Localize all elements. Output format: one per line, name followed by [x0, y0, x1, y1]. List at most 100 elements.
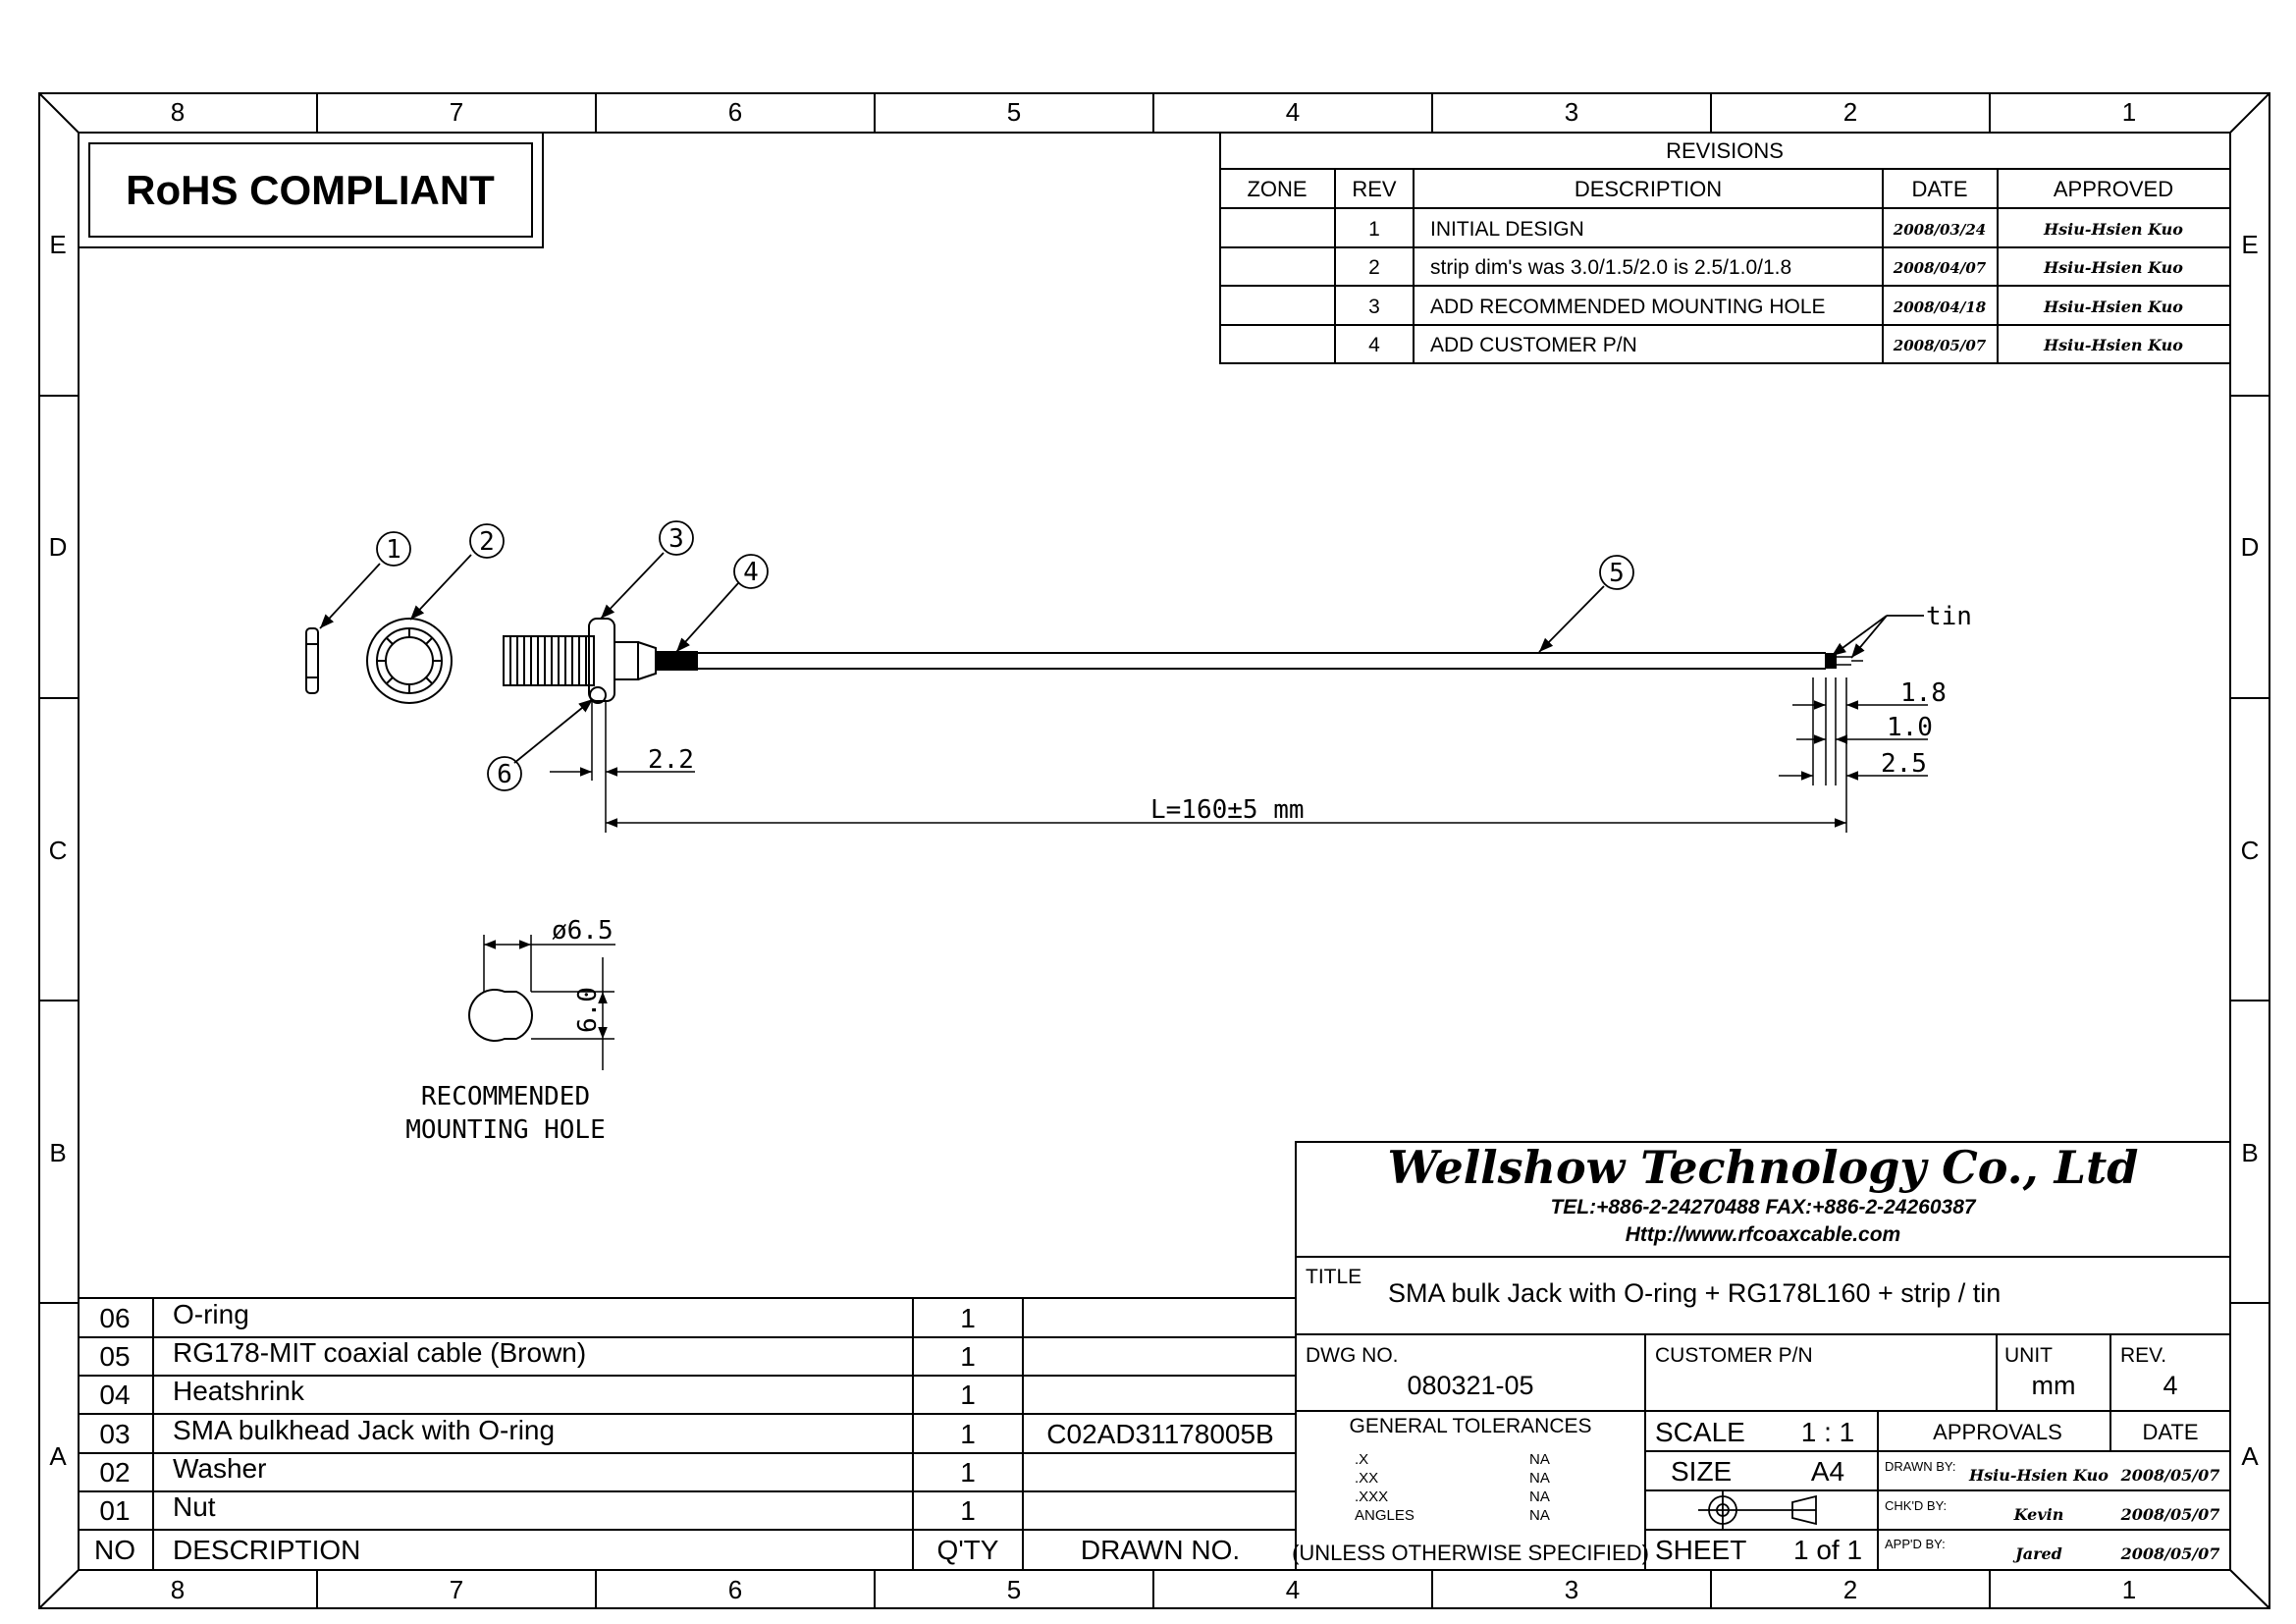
column-label: 6 — [728, 97, 742, 127]
tolerance-value: NA — [1529, 1470, 1550, 1487]
bom-qty: 1 — [960, 1495, 976, 1526]
dwg-no-label: DWG NO. — [1306, 1344, 1399, 1367]
dimension-diameter: ø6.5 — [552, 916, 614, 946]
scale-label: SCALE — [1655, 1417, 1745, 1447]
bom-drawn-no: C02AD31178005B — [1046, 1419, 1273, 1449]
heatshrink-part — [655, 651, 698, 671]
size-value: A4 — [1811, 1456, 1844, 1487]
column-label: 2 — [1843, 1575, 1857, 1604]
rev-header-date: DATE — [1911, 177, 1967, 201]
drawing-annotations: 1 2 3 4 5 6 tin 2.2 L=160±5 mm 1.8 1.0 2… — [386, 524, 1972, 1145]
column-label: 6 — [728, 1575, 742, 1604]
bom-no: 03 — [99, 1419, 130, 1449]
rohs-badge: RoHS COMPLIANT — [78, 132, 544, 248]
bom-description: SMA bulkhead Jack with O-ring — [173, 1415, 555, 1445]
drawn-date: 2008/05/07 — [2120, 1466, 2220, 1485]
bom-description: Nut — [173, 1491, 216, 1522]
assembly-drawing — [305, 520, 1928, 1070]
unit-value: mm — [2032, 1371, 2076, 1400]
leader-lines — [319, 552, 1924, 764]
o-ring-part — [589, 686, 607, 704]
approvals-date-label: DATE — [2142, 1420, 2198, 1444]
bom-qty: 1 — [960, 1457, 976, 1488]
rev-number: 3 — [1368, 296, 1380, 318]
rev-header-description: DESCRIPTION — [1575, 177, 1722, 201]
rev-approved-signature: Hsiu-Hsien Kuo — [2043, 336, 2183, 354]
mounting-hole-detail — [468, 935, 615, 1070]
rev-header-approved: APPROVED — [2054, 177, 2173, 201]
dwg-no-value: 080321-05 — [1407, 1371, 1533, 1400]
company-contact: TEL:+886-2-24270488 FAX:+886-2-24260387 — [1550, 1196, 1976, 1218]
rev-approved-signature: Hsiu-Hsien Kuo — [2043, 220, 2183, 239]
title-label: TITLE — [1306, 1266, 1362, 1288]
balloon-label: 3 — [668, 524, 684, 554]
rev-description: INITIAL DESIGN — [1430, 218, 1584, 241]
bom-qty: 1 — [960, 1303, 976, 1333]
rohs-text: RoHS COMPLIANT — [126, 167, 495, 213]
dimension-2-2: 2.2 — [648, 745, 694, 775]
washer-part — [366, 618, 453, 704]
dimension-6-0: 6.0 — [573, 987, 603, 1033]
approvals-label: APPROVALS — [1933, 1420, 2062, 1444]
dimension-1-8: 1.8 — [1900, 678, 1947, 708]
column-label: 3 — [1565, 97, 1578, 127]
size-label: SIZE — [1671, 1456, 1732, 1487]
bom-description: Washer — [173, 1453, 266, 1484]
third-angle-projection-icon — [1698, 1490, 1817, 1530]
tolerance-key: .X — [1355, 1451, 1368, 1468]
drawn-by-label: DRAWN BY: — [1885, 1459, 1955, 1474]
column-label: 1 — [2122, 97, 2136, 127]
balloon-label: 1 — [386, 535, 401, 565]
bom-description: O-ring — [173, 1299, 249, 1329]
column-label: 5 — [1007, 97, 1021, 127]
rev-date: 2008/03/24 — [1893, 221, 1986, 239]
row-label: C — [2241, 836, 2260, 865]
rev-number: 2 — [1368, 256, 1380, 279]
balloon-label: 4 — [743, 558, 759, 587]
column-label: 3 — [1565, 1575, 1578, 1604]
scale-value: 1 : 1 — [1801, 1417, 1854, 1447]
row-label: E — [49, 230, 66, 259]
column-label: 7 — [450, 1575, 463, 1604]
tolerance-value: NA — [1529, 1451, 1550, 1468]
appd-date: 2008/05/07 — [2120, 1544, 2220, 1563]
rev-number: 1 — [1368, 218, 1380, 241]
title-block: Wellshow Technology Co., Ltd TEL:+886-2-… — [1292, 1141, 2231, 1571]
rev-approved-signature: Hsiu-Hsien Kuo — [2043, 298, 2183, 316]
tolerance-key: .XX — [1355, 1470, 1378, 1487]
rev-description: strip dim's was 3.0/1.5/2.0 is 2.5/1.0/1… — [1430, 256, 1791, 279]
nut-part — [305, 627, 319, 694]
column-label: 5 — [1007, 1575, 1021, 1604]
tolerance-value: NA — [1529, 1489, 1550, 1505]
rev-header-rev: REV — [1352, 177, 1397, 201]
dimension-length: L=160±5 mm — [1150, 795, 1305, 825]
rev-number: 4 — [1368, 334, 1380, 356]
column-label: 4 — [1286, 1575, 1300, 1604]
bom-qty: 1 — [960, 1380, 976, 1410]
bom-qty: 1 — [960, 1419, 976, 1449]
mounting-hole-label: MOUNTING HOLE — [405, 1115, 606, 1145]
appd-by-signature: Jared — [2012, 1544, 2062, 1563]
revisions-title: REVISIONS — [1666, 138, 1784, 163]
revisions-table: REVISIONS ZONE REV DESCRIPTION DATE APPR… — [1219, 132, 2231, 364]
rev-approved-signature: Hsiu-Hsien Kuo — [2043, 258, 2183, 277]
drawn-by-signature: Hsiu-Hsien Kuo — [1968, 1466, 2109, 1485]
column-label: 1 — [2122, 1575, 2136, 1604]
appd-by-label: APP'D BY: — [1885, 1537, 1946, 1551]
column-label: 8 — [171, 1575, 185, 1604]
row-label: D — [49, 532, 68, 562]
balloons — [376, 520, 1634, 791]
chkd-date: 2008/05/07 — [2120, 1505, 2220, 1524]
row-label: A — [49, 1441, 67, 1471]
bill-of-materials: 06 O-ring 1 05 RG178-MIT coaxial cable (… — [79, 1297, 1296, 1570]
column-label: 4 — [1286, 97, 1300, 127]
rev-date: 2008/04/18 — [1893, 298, 1987, 316]
sheet-label: SHEET — [1655, 1535, 1746, 1565]
tolerance-key: ANGLES — [1355, 1507, 1415, 1524]
bom-qty: 1 — [960, 1341, 976, 1372]
customer-pn-label: CUSTOMER P/N — [1655, 1344, 1813, 1367]
rev-description: ADD RECOMMENDED MOUNTING HOLE — [1430, 296, 1826, 318]
sheet-value: 1 of 1 — [1793, 1535, 1862, 1565]
rev-value: 4 — [2163, 1371, 2177, 1400]
